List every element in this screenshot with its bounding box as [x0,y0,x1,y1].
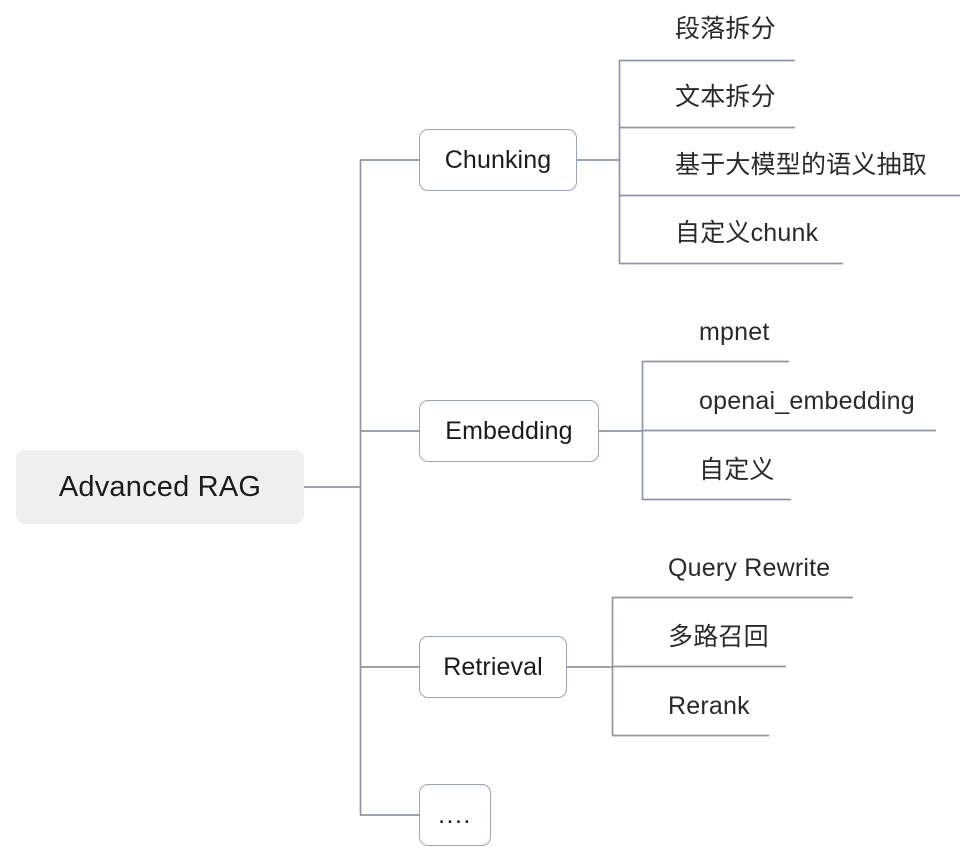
leaf-embedding-mpnet[interactable]: mpnet [699,320,769,345]
branch-node-more[interactable]: .... [419,784,491,846]
leaf-chunking-custom-chunk[interactable]: 自定义chunk [675,221,818,246]
leaf-label: 自定义chunk [675,219,819,247]
leaf-label: Rerank [668,692,750,720]
leaf-embedding-custom[interactable]: 自定义 [699,458,775,483]
branch-node-retrieval[interactable]: Retrieval [419,636,567,698]
leaf-retrieval-rerank[interactable]: Rerank [668,694,750,719]
root-node-label: Advanced RAG [58,470,262,503]
leaf-chunking-duanluochaifen[interactable]: 段落拆分 [675,17,776,42]
leaf-label: 多路召回 [668,623,769,651]
leaf-chunking-llm-semantic-extraction[interactable]: 基于大模型的语义抽取 [675,153,927,178]
root-node-advanced-rag[interactable]: Advanced RAG [16,450,304,524]
leaf-label: Query Rewrite [668,554,831,582]
leaf-label: 基于大模型的语义抽取 [675,151,928,179]
branch-node-embedding[interactable]: Embedding [419,400,599,462]
leaf-embedding-openai-embedding[interactable]: openai_embedding [699,389,915,414]
branch-node-label: Retrieval [443,652,543,681]
branch-node-label: Embedding [445,416,573,445]
leaf-retrieval-multiway-recall[interactable]: 多路召回 [668,625,769,650]
leaf-label: 文本拆分 [675,83,776,111]
branch-node-label: .... [438,800,472,829]
leaf-label: 段落拆分 [675,15,776,43]
branch-node-label: Chunking [444,145,552,174]
leaf-label: 自定义 [699,456,775,484]
leaf-label: openai_embedding [699,387,915,415]
leaf-chunking-wenbenchaifen[interactable]: 文本拆分 [675,85,776,110]
branch-node-chunking[interactable]: Chunking [419,129,577,191]
leaf-label: mpnet [699,318,770,346]
leaf-retrieval-query-rewrite[interactable]: Query Rewrite [668,556,830,581]
